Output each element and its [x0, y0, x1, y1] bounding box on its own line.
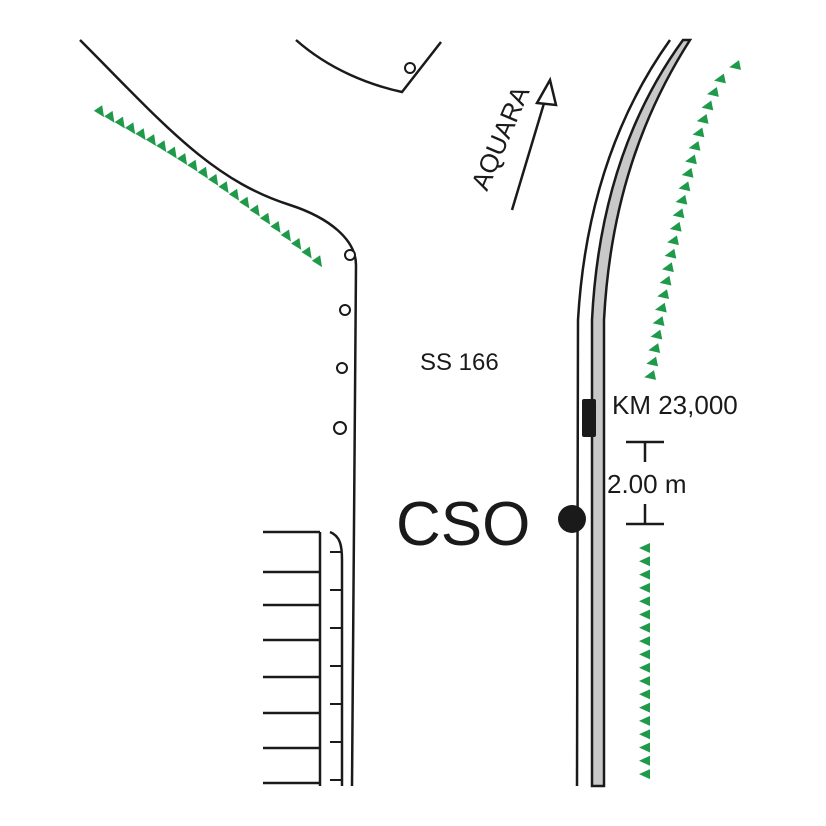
embankment-tick: [124, 122, 136, 135]
embankment-tick: [239, 196, 250, 209]
embankment-tick: [639, 609, 650, 620]
station-label: CSO: [396, 490, 530, 559]
embankment-tick: [662, 262, 674, 273]
embankment-tick: [654, 302, 667, 313]
road-label: SS 166: [420, 349, 499, 376]
embankment-tick: [114, 116, 125, 129]
embankment-tick: [659, 275, 672, 286]
embankment-tick: [311, 255, 323, 268]
embankment-tick: [639, 662, 650, 673]
embankment-tick: [685, 154, 697, 165]
direction-arrow: [510, 76, 558, 211]
embankment-tick: [249, 204, 260, 217]
embankment-tick: [187, 159, 198, 172]
embankment-tick: [639, 676, 650, 686]
embankment-tick: [156, 140, 167, 153]
direction-label: AQUARA: [465, 81, 536, 194]
embankment-tick: [714, 73, 726, 84]
edge-scale-ticks: [263, 551, 342, 785]
embankment-tick: [648, 343, 661, 353]
right-embankment: [639, 60, 741, 780]
embankment-tick: [650, 329, 663, 340]
post-marker: [339, 304, 351, 316]
embankment-tick: [639, 702, 650, 713]
embankment-tick: [135, 128, 146, 141]
left-embankment: [93, 105, 323, 268]
embankment-tick: [228, 188, 240, 201]
embankment-tick: [291, 238, 302, 250]
embankment-tick: [675, 194, 688, 205]
embankment-tick: [166, 146, 177, 159]
embankment-tick: [688, 140, 701, 151]
embankment-tick: [707, 87, 719, 97]
embankment-tick: [270, 221, 281, 233]
embankment-tick: [639, 742, 650, 753]
embankment-tick: [301, 246, 312, 259]
embankment-tick: [280, 229, 291, 242]
dimension-indicator: [626, 440, 664, 526]
embankment-tick: [259, 212, 271, 225]
embankment-tick: [644, 370, 656, 380]
embankment-tick: [145, 134, 156, 147]
km-marker: [582, 399, 596, 437]
embankment-tick: [639, 569, 650, 580]
embankment-tick: [639, 556, 650, 567]
embankment-tick: [639, 729, 650, 740]
junction-island-edge: [295, 39, 442, 94]
embankment-tick: [104, 110, 115, 123]
embankment-tick: [696, 114, 709, 124]
distance-label: 2.00 m: [607, 469, 687, 499]
embankment-tick: [639, 596, 650, 607]
embankment-tick: [667, 235, 679, 246]
post-marker: [336, 362, 348, 374]
embankment-tick: [646, 356, 659, 367]
embankment-tick: [639, 649, 650, 660]
km-label: KM 23,000: [612, 390, 738, 420]
embankment-tick: [639, 622, 650, 633]
embankment-tick: [664, 248, 677, 259]
embankment-tick: [678, 181, 691, 192]
embankment-tick: [652, 316, 665, 326]
embankment-tick: [692, 127, 705, 138]
embankment-tick: [639, 755, 650, 766]
edge-scale: [263, 530, 344, 786]
embankment-tick: [729, 60, 741, 70]
left-road-edge: [79, 39, 358, 787]
embankment-tick: [639, 715, 650, 726]
embankment-tick: [681, 167, 694, 178]
embankment-tick: [701, 100, 714, 111]
embankment-tick: [672, 208, 685, 219]
embankment-tick: [93, 105, 105, 118]
embankment-tick: [657, 289, 670, 300]
guard-posts: [333, 249, 356, 435]
station-dot: [558, 505, 586, 533]
post-marker: [344, 249, 356, 261]
embankment-tick: [639, 543, 650, 553]
embankment-tick: [218, 181, 229, 194]
post-marker: [333, 421, 347, 435]
embankment-tick: [669, 221, 682, 232]
embankment-tick: [208, 173, 219, 186]
post-marker: [404, 62, 416, 74]
embankment-tick: [639, 769, 650, 780]
barrier-band: [590, 38, 693, 788]
barrier-outer: [575, 39, 672, 787]
embankment-tick: [639, 636, 650, 647]
embankment-tick: [639, 582, 650, 593]
embankment-tick: [639, 689, 650, 700]
embankment-tick: [176, 153, 188, 165]
embankment-tick: [197, 166, 208, 179]
